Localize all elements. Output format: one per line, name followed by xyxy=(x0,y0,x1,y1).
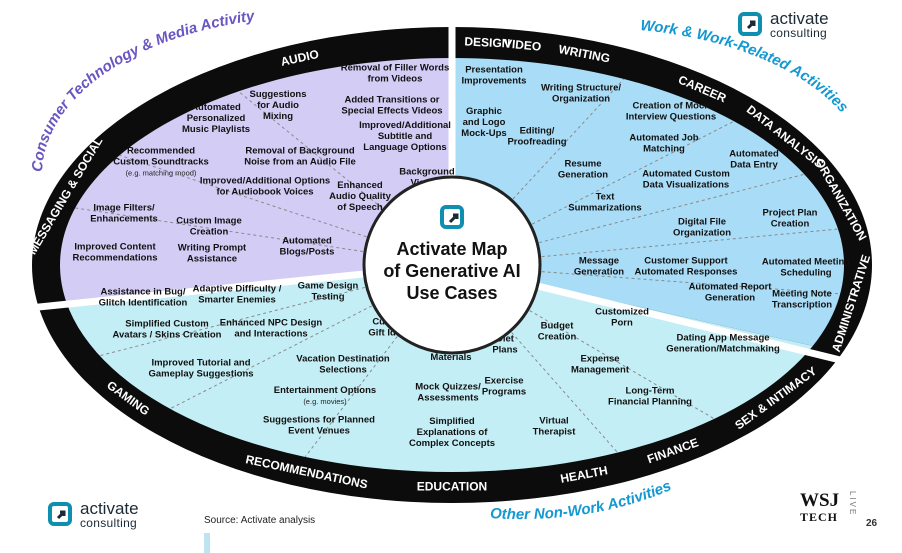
live-text: LIVE xyxy=(848,491,857,517)
source-note: Source: Activate analysis xyxy=(204,515,316,526)
logo-name: activate xyxy=(80,499,139,518)
sub-category-divider xyxy=(169,264,453,410)
use-case-writing-2: Editing/Proofreading xyxy=(507,126,566,148)
use-case-social-1: Image Filters/Enhancements xyxy=(90,203,158,225)
activate-logo-icon xyxy=(48,501,72,526)
page-number: 26 xyxy=(866,518,878,529)
center-circle xyxy=(362,175,542,355)
ring-label-video: VIDEO xyxy=(503,36,542,54)
sub-category-divider xyxy=(451,120,735,266)
activate-logo: activate consulting xyxy=(738,10,829,39)
center-title-line-3: Use Cases xyxy=(406,283,497,303)
tech-text: TECH xyxy=(800,510,839,524)
use-case-edu-2: Mock Quizzes/Assessments xyxy=(415,382,481,404)
use-case-gaming-2: Adaptive Difficulty /Smarter Enemies xyxy=(193,284,282,306)
center-title-line-1: Activate Map xyxy=(396,239,507,259)
work-quadrant xyxy=(452,58,844,346)
accent-bar xyxy=(204,533,210,553)
logo-name: activate xyxy=(770,9,829,28)
wsj-tech-live-logo: WSJ TECH LIVE xyxy=(800,490,857,525)
logo-tagline: consulting xyxy=(80,516,138,530)
sub-category-divider xyxy=(119,154,453,266)
center-title-line-2: of Generative AI xyxy=(383,261,520,281)
sub-category-divider xyxy=(238,91,453,266)
use-case-note: (e.g. matching mood) xyxy=(126,169,197,178)
sub-category-divider xyxy=(451,228,839,266)
activate-center-icon xyxy=(440,205,464,229)
ring-label-education: EDUCATION xyxy=(417,480,487,494)
use-case-writing-1: Writing Structure/Organization xyxy=(541,83,621,105)
logo-tagline: consulting xyxy=(770,26,828,40)
use-case-rec-3: Entertainment Options xyxy=(274,385,376,396)
consumer-quadrant xyxy=(59,58,452,301)
sub-category-divider xyxy=(304,264,453,458)
activate-logo-icon xyxy=(738,11,762,36)
use-case-gaming-1: Assistance in Bug/Glitch Identification xyxy=(99,287,188,309)
ring-label-design: DESIGN xyxy=(464,34,511,50)
other-health-finance-quadrant xyxy=(452,265,813,472)
use-case-note: (e.g. movies) xyxy=(303,397,347,406)
other-recommendations-education-quadrant xyxy=(65,265,453,472)
activate-logo-footer: activate consulting xyxy=(48,500,139,529)
sub-category-divider xyxy=(451,264,841,295)
wsj-text: WSJ xyxy=(800,490,840,511)
